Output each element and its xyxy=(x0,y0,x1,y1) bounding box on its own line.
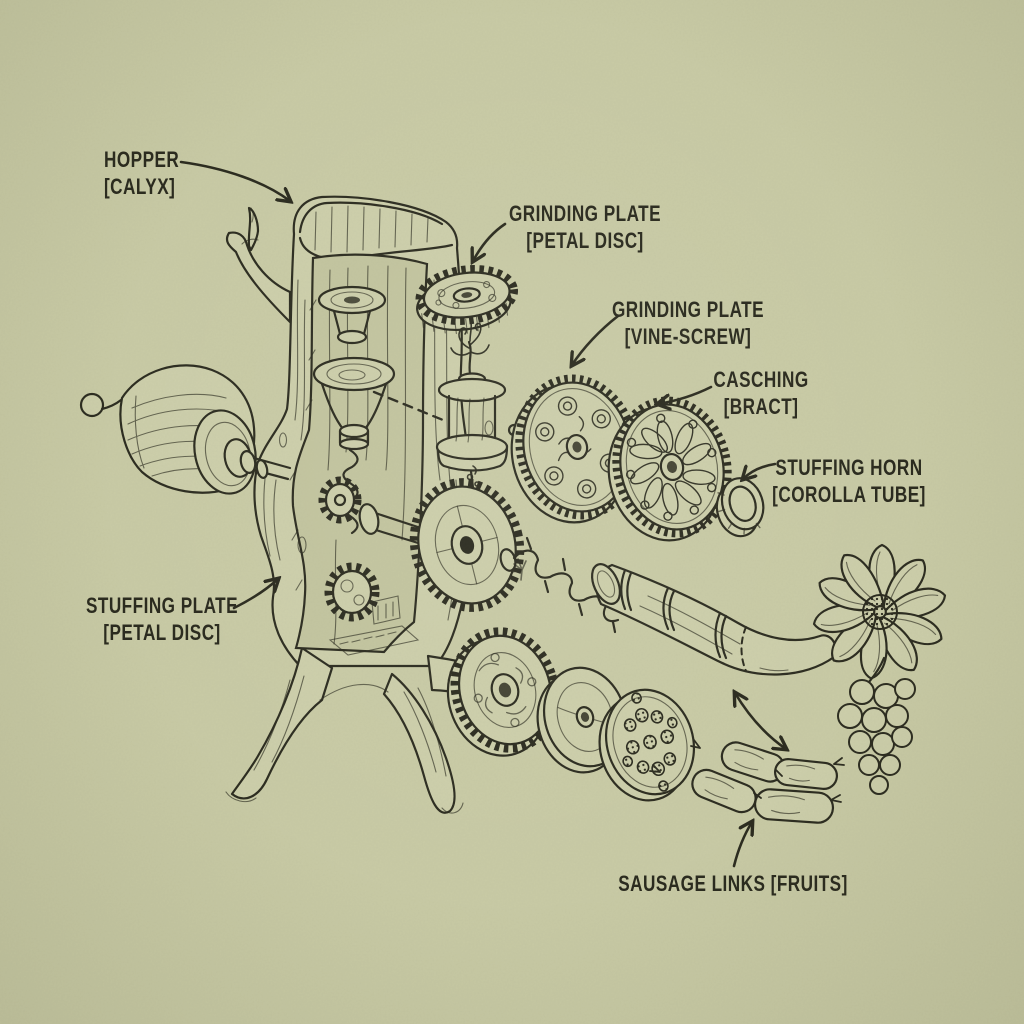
label-line: STUFFING HORN xyxy=(775,455,923,480)
label-hopper: HOPPER [CALYX] xyxy=(104,146,179,200)
label-stuffing-horn: STUFFING HORN [COROLLA TUBE] xyxy=(772,454,926,508)
label-line: STUFFING PLATE xyxy=(85,593,239,618)
label-line: [PETAL DISC] xyxy=(526,228,644,253)
label-line: CASCHING xyxy=(713,367,809,392)
label-line: [COROLLA TUBE] xyxy=(772,482,926,507)
label-casching: CASCHING [BRACT] xyxy=(713,366,808,420)
label-stuffing-plate: STUFFING PLATE [PETAL DISC] xyxy=(86,592,238,646)
label-line: [CALYX] xyxy=(104,174,176,199)
label-line: GRINDING PLATE xyxy=(508,201,662,226)
label-line: GRINDING PLATE xyxy=(611,297,765,322)
label-sausage-links: SAUSAGE LINKS [FRUITS] xyxy=(618,870,848,897)
label-line: [BRACT] xyxy=(723,394,799,419)
label-line: [VINE-SCREW] xyxy=(624,324,752,349)
label-grinding-plate-petal: GRINDING PLATE [PETAL DISC] xyxy=(509,200,661,254)
label-line: [PETAL DISC] xyxy=(103,620,221,645)
label-line: HOPPER xyxy=(104,147,180,172)
label-line: SAUSAGE LINKS [FRUITS] xyxy=(618,871,848,896)
label-grinding-plate-vine: GRINDING PLATE [VINE-SCREW] xyxy=(612,296,764,350)
